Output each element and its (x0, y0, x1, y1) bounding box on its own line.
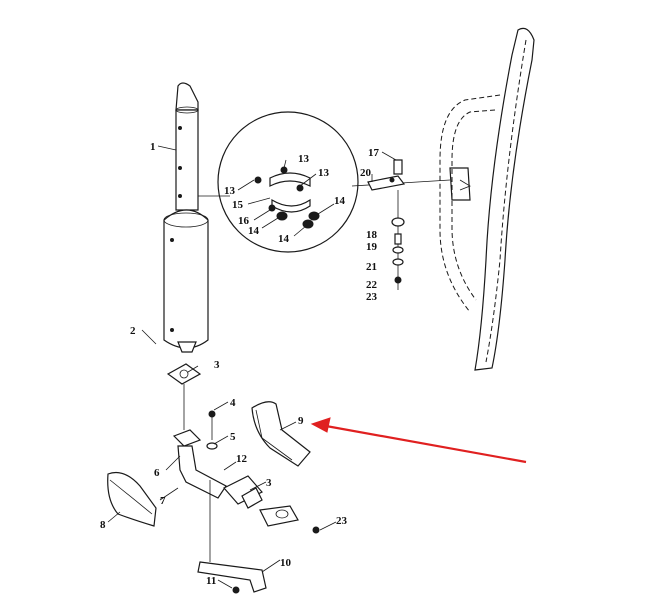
elbow-pipe-assembly (172, 384, 299, 527)
muffler (163, 209, 209, 353)
label-part-13b: 13 (298, 153, 310, 165)
support-bracket-part-10 (197, 480, 320, 594)
label-part-13a: 13 (224, 185, 236, 197)
label-part-23: 23 (366, 291, 378, 303)
label-part-3: 3 (214, 359, 220, 371)
label-part-9: 9 (298, 415, 304, 427)
label-part-11: 11 (206, 575, 216, 587)
label-part-14c: 14 (334, 195, 346, 207)
label-part-3b: 3 (266, 477, 272, 489)
part-labels: 1 2 3 4 5 6 7 8 9 10 11 12 3 23 13 13 13… (100, 141, 380, 587)
heat-shield-part-9 (251, 401, 311, 467)
label-part-10: 10 (280, 557, 292, 569)
label-part-6: 6 (154, 467, 160, 479)
label-part-19: 19 (366, 241, 378, 253)
flange-gasket-part-3 (166, 363, 202, 385)
label-part-2: 2 (130, 325, 136, 337)
exhaust-pipe-part-1 (175, 82, 199, 211)
cab-frame (439, 27, 535, 371)
highlight-arrow (310, 417, 527, 464)
label-part-1: 1 (150, 141, 156, 153)
label-part-13c: 13 (318, 167, 330, 179)
label-part-7: 7 (160, 495, 166, 507)
label-part-12: 12 (236, 453, 248, 465)
heat-shield-part-8 (107, 471, 157, 527)
label-part-16: 16 (238, 215, 250, 227)
label-part-8: 8 (100, 519, 106, 531)
label-part-14b: 14 (278, 233, 290, 245)
label-part-21: 21 (366, 261, 377, 273)
clamp-detail-zoom (217, 111, 451, 253)
label-part-17: 17 (368, 147, 380, 159)
label-part-4: 4 (230, 397, 236, 409)
label-part-15: 15 (232, 199, 244, 211)
label-part-23b: 23 (336, 515, 348, 527)
label-part-5: 5 (230, 431, 236, 443)
label-part-18: 18 (366, 229, 378, 241)
label-part-14a: 14 (248, 225, 260, 237)
label-part-22: 22 (366, 279, 378, 291)
leader-lines (107, 145, 397, 589)
bracket-hardware-stack (367, 159, 406, 290)
label-part-20: 20 (360, 167, 372, 179)
